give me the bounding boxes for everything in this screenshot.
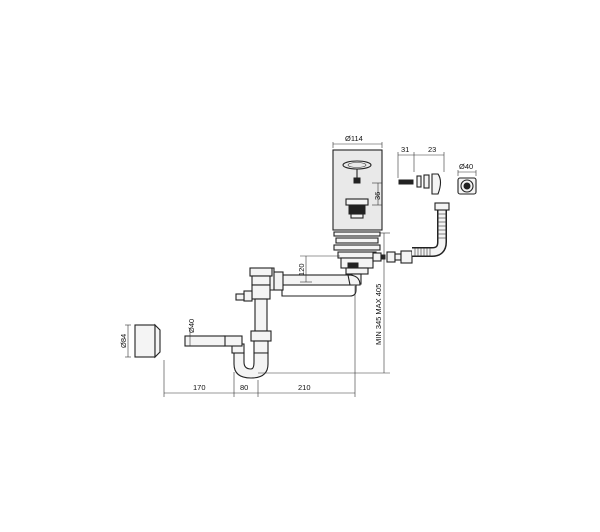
dim-120: 120 [297, 255, 340, 283]
overflow-hose [386, 202, 450, 264]
label-23: 23 [428, 145, 436, 154]
dim-31-23: 31 23 [397, 145, 445, 178]
strainer-basket [332, 149, 383, 231]
label-120: 120 [297, 263, 306, 276]
label-36: 36 [373, 192, 382, 200]
dim-min-max: MIN 345 MAX 405 [258, 232, 390, 374]
siphon-trap [184, 267, 362, 379]
label-210: 210 [298, 383, 311, 392]
dim-bottom: 170 80 210 [163, 286, 356, 397]
label-d40-side: Ø40 [187, 319, 196, 333]
wall-rosette: Ø84 [119, 323, 161, 359]
dim-d40-side: Ø40 [187, 319, 196, 346]
label-80: 80 [240, 383, 248, 392]
label-min-max: MIN 345 MAX 405 [374, 284, 383, 345]
label-170: 170 [193, 383, 206, 392]
dim-d40-top: Ø40 [457, 162, 477, 176]
label-d40-top: Ø40 [459, 162, 473, 171]
label-31: 31 [401, 145, 409, 154]
dim-d114: Ø114 [332, 134, 383, 148]
label-d114: Ø114 [345, 134, 363, 143]
dim-36: 36 [372, 182, 382, 206]
label-d84: Ø84 [119, 334, 128, 348]
flange-nut [333, 231, 386, 275]
overflow-parts [398, 173, 477, 195]
